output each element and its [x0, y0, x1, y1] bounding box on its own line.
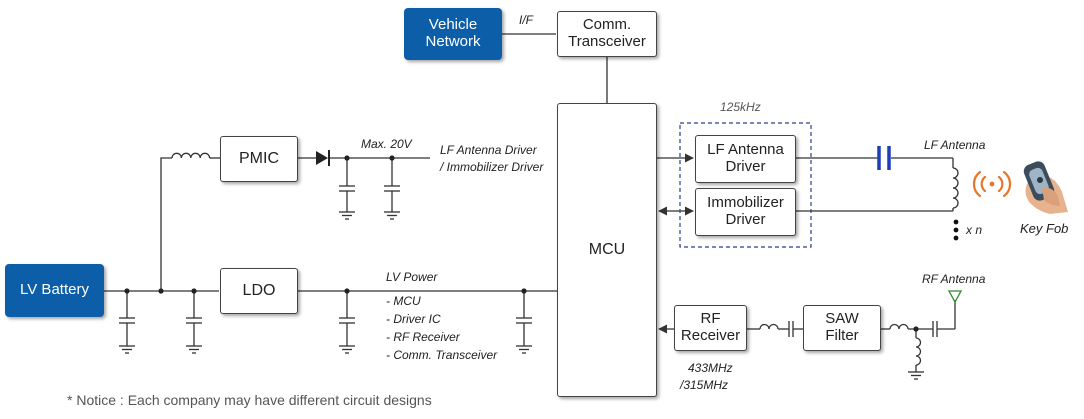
rf-antenna-label: RF Antenna	[922, 272, 986, 286]
freq-125-label: 125kHz	[720, 100, 761, 114]
key-fob-icon	[1023, 161, 1068, 214]
multiplicity-dots	[953, 219, 959, 241]
key-fob-label: Key Fob	[1020, 221, 1069, 236]
lf-antenna-driver-block: LF Antenna Driver	[695, 135, 796, 183]
max-voltage-label: Max. 20V	[361, 137, 412, 151]
rf-antenna-icon	[947, 290, 963, 304]
hv-cap-2	[384, 158, 400, 220]
pmic-branch-wire	[160, 157, 172, 291]
freq-315-label: /315MHz	[680, 378, 729, 392]
lv-power-item: - Comm. Transceiver	[386, 348, 498, 362]
vehicle-network-label: Vehicle Network	[425, 16, 481, 50]
ldo-block: LDO	[220, 268, 298, 314]
ldo-label: LDO	[242, 282, 276, 300]
junction-dots	[124, 155, 919, 332]
lv-power-item: - Driver IC	[386, 312, 441, 326]
if-label: I/F	[519, 13, 533, 27]
lf-driver-label-line1: LF Antenna Driver	[440, 143, 537, 157]
rf-shunt-inductor	[915, 337, 922, 366]
lv-battery-label: LV Battery	[20, 281, 89, 299]
wireless-signal-icon	[972, 170, 1012, 198]
lf-antenna-coil	[952, 167, 959, 209]
lv-power-item: - RF Receiver	[386, 330, 460, 344]
pmic-block: PMIC	[220, 136, 298, 182]
mcu-block: MCU	[557, 103, 657, 397]
freq-433-label: 433MHz	[688, 361, 733, 375]
comm-transceiver-block: Comm. Transceiver	[557, 11, 657, 57]
saw-filter-label: SAW Filter	[825, 310, 859, 344]
lv-cap-1	[119, 291, 135, 354]
vehicle-network-block: Vehicle Network	[404, 8, 502, 60]
lf-antenna-driver-label: LF Antenna Driver	[707, 141, 784, 175]
lv-cap-3	[339, 291, 355, 354]
rf-receiver-label: RF Receiver	[680, 310, 741, 344]
multiplicity-label: x n	[966, 223, 983, 237]
driver-group-frame	[679, 122, 812, 248]
lf-antenna-label: LF Antenna	[924, 138, 986, 152]
comm-transceiver-label: Comm. Transceiver	[568, 16, 646, 50]
saw-filter-block: SAW Filter	[803, 305, 881, 351]
immobilizer-driver-label: Immobilizer Driver	[707, 194, 784, 228]
pmic-label: PMIC	[239, 150, 279, 168]
lv-power-label: LV Power	[386, 270, 438, 284]
lf-driver-label-line2: / Immobilizer Driver	[440, 160, 544, 174]
rf-inductor-2	[889, 323, 909, 330]
notice-text: * Notice : Each company may have differe…	[67, 392, 432, 408]
rf-inductor-1	[759, 323, 779, 330]
mcu-label: MCU	[588, 241, 626, 259]
pmic-inductor	[171, 152, 211, 159]
lv-battery-block: LV Battery	[5, 264, 104, 317]
lv-cap-4	[516, 291, 532, 354]
immobilizer-driver-block: Immobilizer Driver	[695, 188, 796, 236]
rf-receiver-block: RF Receiver	[674, 305, 747, 351]
diode-icon	[316, 150, 330, 166]
lf-capacitor-icon	[877, 146, 891, 170]
hv-cap-1	[339, 158, 355, 220]
lv-cap-2	[186, 291, 202, 354]
lv-power-item: - MCU	[386, 294, 421, 308]
